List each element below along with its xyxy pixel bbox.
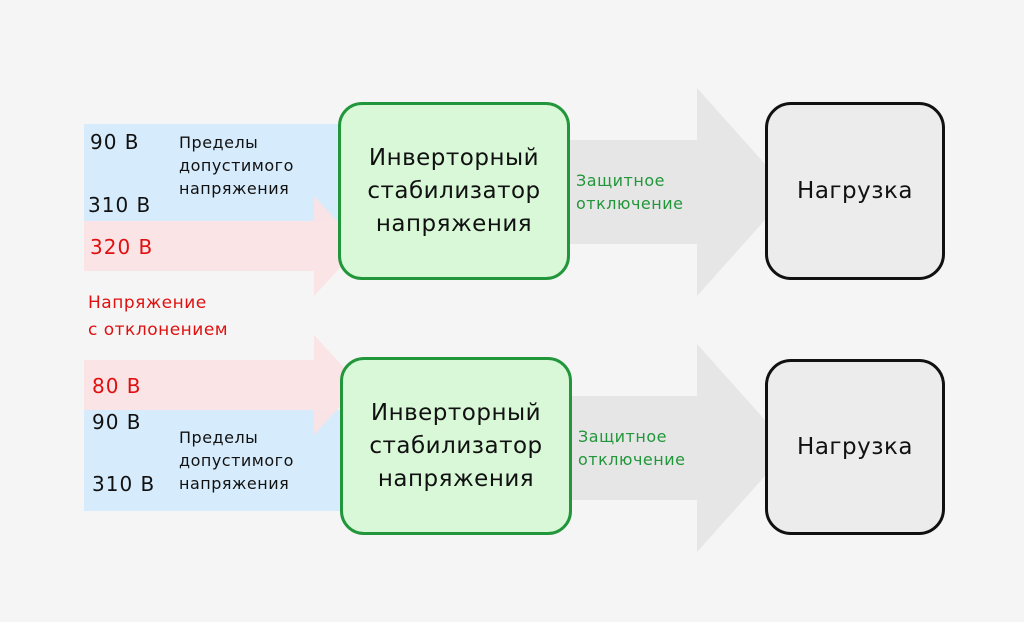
top-voltage-90: 90 В <box>90 130 140 154</box>
bottom-voltage-310: 310 В <box>92 472 156 496</box>
bottom-limits-label: Пределы допустимого напряжения <box>179 428 294 493</box>
top-protection-label: Защитное отключение <box>576 171 684 213</box>
top-output-arrow <box>555 88 790 296</box>
bottom-stabilizer-box: Инверторный стабилизатор напряжения <box>340 357 572 535</box>
top-stabilizer-box: Инверторный стабилизатор напряжения <box>338 102 570 280</box>
bottom-protection-label: Защитное отключение <box>578 427 686 469</box>
top-limits-label: Пределы допустимого напряжения <box>179 133 294 198</box>
top-voltage-310: 310 В <box>88 193 152 217</box>
top-deviation-arrow <box>84 196 360 296</box>
deviation-label: Напряжение с отклонением <box>88 293 229 340</box>
bottom-deviation-arrow <box>84 335 360 435</box>
top-load-box: Нагрузка <box>765 102 945 280</box>
bottom-load-box: Нагрузка <box>765 359 945 535</box>
bottom-output-arrow <box>555 344 790 552</box>
bottom-voltage-90: 90 В <box>92 410 142 434</box>
top-allowed-band <box>84 124 340 221</box>
bottom-allowed-band <box>84 410 340 511</box>
bottom-voltage-80: 80 В <box>92 374 142 398</box>
top-voltage-320: 320 В <box>90 235 154 259</box>
